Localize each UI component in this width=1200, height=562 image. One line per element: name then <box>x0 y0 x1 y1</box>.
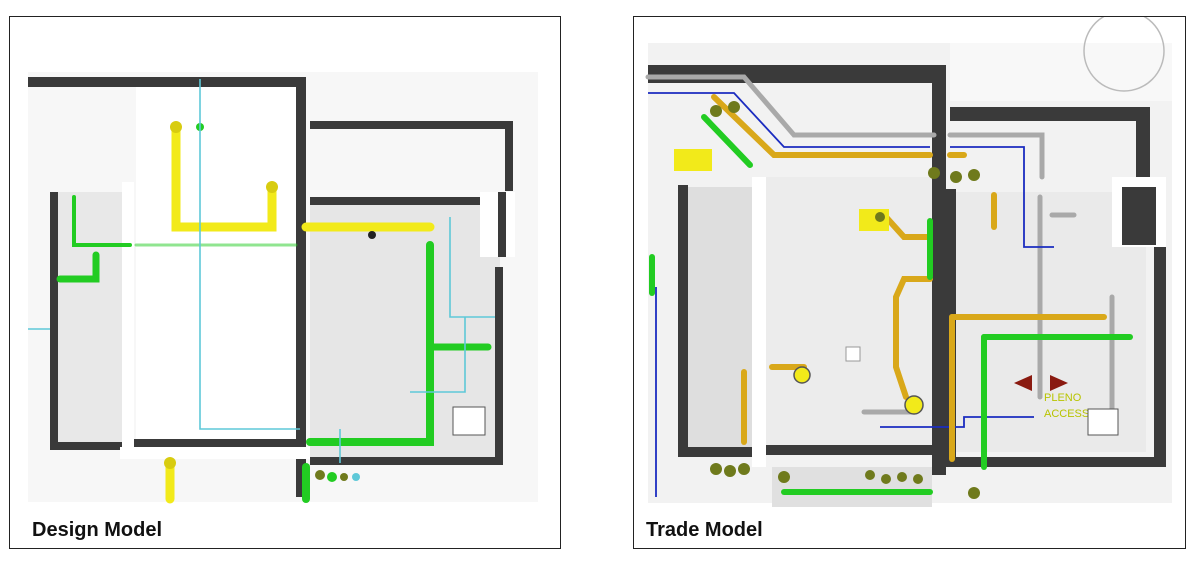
left-room <box>682 187 752 449</box>
equipment-box-3 <box>1087 408 1119 436</box>
green-pipe-west-elbow <box>56 251 100 283</box>
wall-top <box>648 65 938 83</box>
wall-right-bottom <box>946 457 1156 467</box>
gold-pipe-loop <box>893 276 933 400</box>
wall-center-right <box>296 77 306 497</box>
wall-upper-right-east <box>505 121 513 191</box>
stub-pipe-cluster <box>315 470 360 482</box>
green-pipe-east <box>306 241 434 446</box>
annotation-line-1: PLENO <box>1044 392 1082 404</box>
wall-right-east <box>495 267 503 462</box>
wall-center <box>932 65 946 475</box>
fixture-outline <box>1083 17 1165 92</box>
corridor-bottom <box>772 467 932 507</box>
gold-valve-1 <box>793 366 811 384</box>
blue-pipe-system <box>648 92 1054 497</box>
cyan-pipe-trunk <box>199 79 300 430</box>
stair-notch <box>480 192 515 257</box>
green-pipe-system <box>56 195 492 503</box>
corridor-bottom <box>120 447 310 459</box>
gold-valve-2 <box>904 395 924 415</box>
cyan-pipe-loop <box>410 317 466 393</box>
access-marker-left <box>1014 375 1032 391</box>
top-right-room <box>950 43 1172 101</box>
yellow-pipe-system <box>165 124 435 504</box>
gold-pipe-main <box>711 94 933 158</box>
drain-marker <box>368 231 376 239</box>
equipment-box-2 <box>859 209 889 231</box>
design-model-drawing <box>28 72 538 504</box>
gold-pipe-system <box>711 94 1107 462</box>
design-model-caption: Design Model <box>32 519 163 541</box>
central-room <box>766 177 932 447</box>
olive-pipe-caps <box>710 101 980 499</box>
equipment-box <box>452 406 486 436</box>
column-left <box>752 177 766 467</box>
column-left <box>122 182 134 447</box>
wall-right-top <box>310 197 485 205</box>
wall-left <box>50 192 58 447</box>
trade-model-panel: PLENO ACCESS Trade Model <box>633 16 1186 549</box>
blue-pipe-south <box>880 416 1034 428</box>
cyan-pipe-system <box>28 79 495 463</box>
equipment-box-1 <box>674 149 712 171</box>
green-pipe-diagonal <box>701 114 753 168</box>
wall-notch <box>498 192 506 257</box>
yellow-pipe-cap-1 <box>170 121 182 133</box>
annotation-line-2: ACCESS <box>1044 408 1089 420</box>
wall-left-bottom <box>50 442 125 450</box>
floor-drain-box <box>845 346 861 362</box>
blue-pipe-east <box>950 146 1054 248</box>
green-pipe-system <box>649 114 1133 495</box>
wall-upper-right <box>950 107 1150 121</box>
gray-pipe-system <box>645 74 1115 420</box>
wall-left <box>678 185 688 453</box>
wall-right-bottom <box>310 457 503 465</box>
wall-right-east <box>1154 247 1166 467</box>
wall-central-bottom <box>134 439 298 447</box>
cyan-pipe-east <box>449 217 495 318</box>
green-pipe-west <box>72 195 132 247</box>
central-room <box>136 87 296 442</box>
access-marker-right <box>1050 375 1068 391</box>
gray-pipe-east <box>947 132 1045 180</box>
trade-model-caption: Trade Model <box>646 519 763 541</box>
wall-central-bottom <box>766 445 936 455</box>
yellow-pipe-main <box>171 124 277 232</box>
wall-upper-right-east <box>1136 107 1150 187</box>
wall-notch <box>1122 187 1156 245</box>
design-model-panel: Design Model <box>9 16 561 549</box>
wall-left-bottom <box>678 447 756 457</box>
gray-pipe-main <box>645 74 937 138</box>
wall-top <box>28 77 300 87</box>
wall-upper-right <box>310 121 510 129</box>
trade-model-drawing: PLENO ACCESS <box>645 17 1172 507</box>
blue-pipe-main <box>648 92 930 148</box>
yellow-pipe-cap-3 <box>164 457 176 469</box>
left-room <box>50 192 125 447</box>
yellow-pipe-cap-2 <box>266 181 278 193</box>
